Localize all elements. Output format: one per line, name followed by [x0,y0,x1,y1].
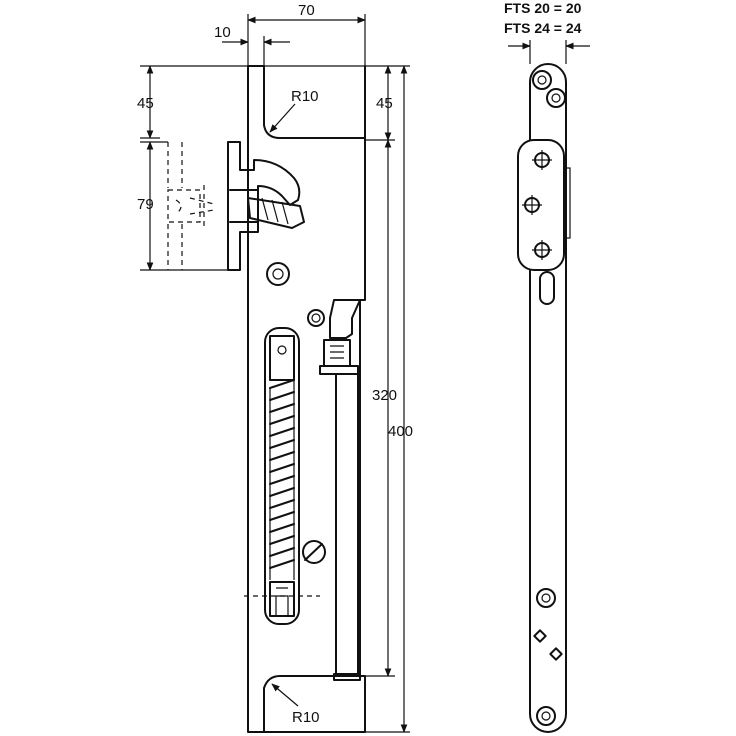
dim-10: 10 [214,24,231,41]
flange-bracket [167,141,305,271]
dim-70: 70 [298,2,315,19]
connecting-rod [319,299,361,681]
fts20-label: FTS 20 = 20 [504,0,582,16]
spring-coil [269,379,295,569]
radius-bottom-label: R10 [292,709,320,726]
dim-400: 400 [388,423,413,440]
side-bar [529,63,567,733]
dim-45-left: 45 [137,95,154,112]
spring-slot [244,327,320,625]
front-view [167,65,366,733]
dimension-lines: 70 10 45 79 45 320 400 R10 R10 [137,2,413,733]
dim-45-right: 45 [376,95,393,112]
side-view: FTS 20 = 20 FTS 24 = 24 [504,0,590,733]
screw-hole-upper [266,262,290,286]
fts24-label: FTS 24 = 24 [504,20,582,36]
dim-320: 320 [372,387,397,404]
radius-top-label: R10 [291,88,319,105]
screw-hole-small [307,309,325,327]
dim-79: 79 [137,196,154,213]
slotted-screw [302,540,326,564]
